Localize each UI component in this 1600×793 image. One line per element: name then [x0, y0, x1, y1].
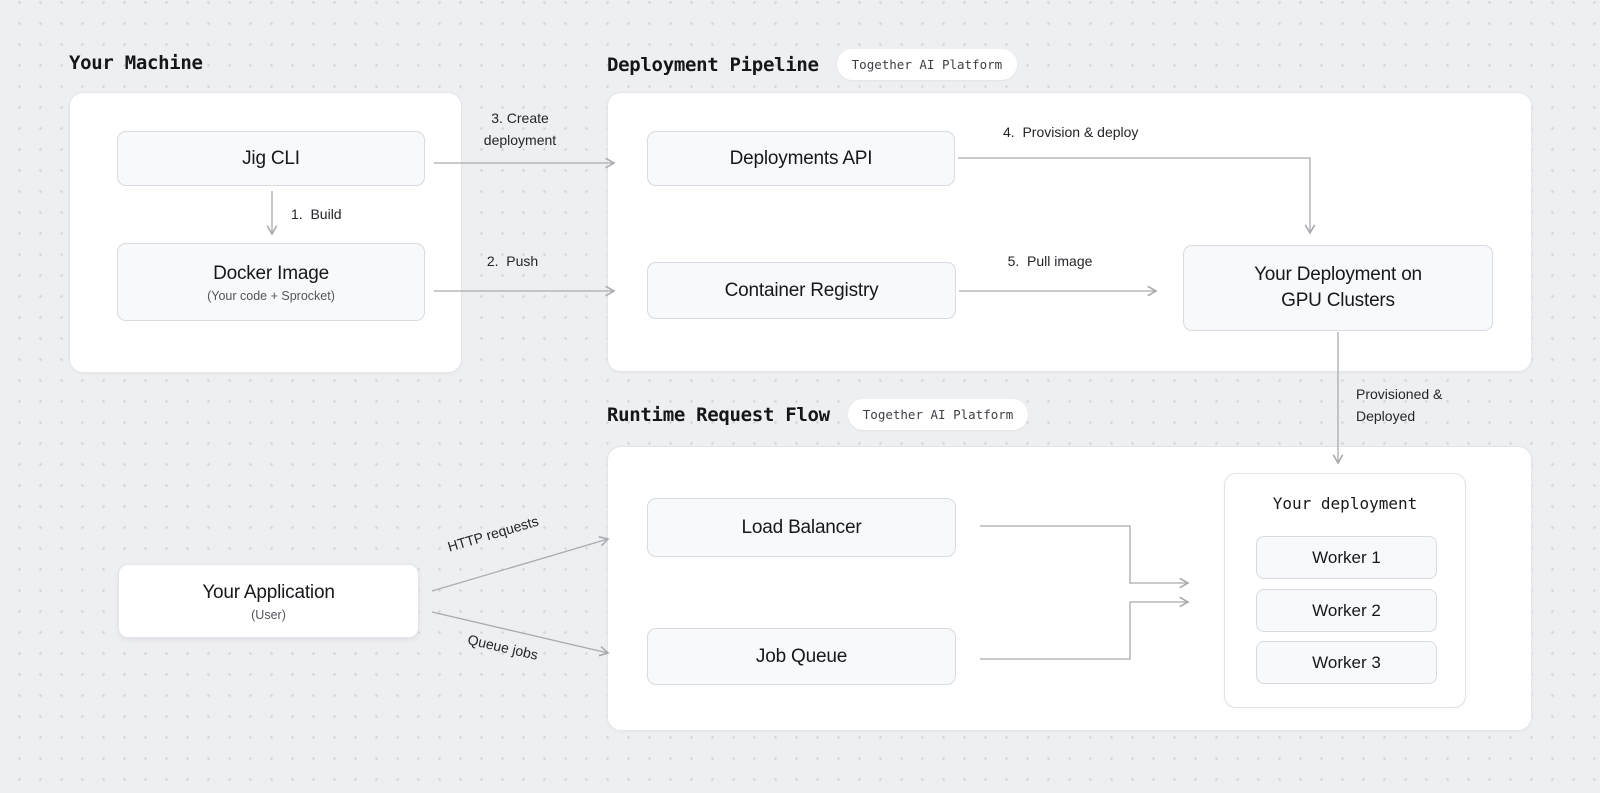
your-application-label: Your Application [202, 582, 335, 603]
container-registry-label: Container Registry [724, 279, 879, 301]
worker-3-label: Worker 3 [1312, 652, 1381, 672]
docker-image-node: Docker Image (Your code + Sprocket) [117, 243, 425, 321]
http-requests-edge-label: HTTP requests [445, 512, 541, 555]
machine-title: Your Machine [69, 52, 203, 74]
container-registry-node: Container Registry [647, 262, 956, 319]
push-edge-label: 2. Push [486, 253, 539, 269]
runtime-header: Runtime Request Flow Together AI Platfor… [607, 399, 1029, 430]
worker-3-node: Worker 3 [1256, 641, 1437, 684]
pipeline-title: Deployment Pipeline [607, 53, 819, 76]
machine-header: Your Machine [69, 52, 203, 74]
jig-cli-node: Jig CLI [117, 131, 425, 186]
your-deployment-title: Your deployment [1272, 494, 1418, 513]
pull-image-edge-label: 5. Pull image [1007, 253, 1093, 269]
load-balancer-label: Load Balancer [741, 516, 862, 538]
worker-2-node: Worker 2 [1256, 589, 1437, 632]
worker-1-node: Worker 1 [1256, 536, 1437, 579]
provision-edge-label: 4. Provision & deploy [1003, 124, 1139, 140]
load-balancer-node: Load Balancer [647, 498, 956, 557]
your-application-node: Your Application (User) [118, 564, 419, 638]
deployments-api-label: Deployments API [729, 147, 873, 169]
gpu-deployment-label: Your Deployment on GPU Clusters [1254, 264, 1422, 311]
runtime-platform-badge: Together AI Platform [847, 399, 1029, 430]
pipeline-platform-badge: Together AI Platform [836, 49, 1018, 80]
deployments-api-node: Deployments API [647, 131, 955, 186]
worker-1-label: Worker 1 [1312, 547, 1381, 567]
docker-image-label: Docker Image [213, 263, 329, 284]
create-deploy-edge-label: 3. Create deployment [483, 110, 557, 148]
your-deployment-group: Your deployment Worker 1 Worker 2 Worker… [1224, 473, 1466, 708]
job-queue-node: Job Queue [647, 628, 956, 685]
build-edge-label: 1. Build [291, 206, 342, 222]
gpu-deployment-node: Your Deployment on GPU Clusters [1183, 245, 1493, 331]
provisioned-edge-label: Provisioned & Deployed [1356, 386, 1447, 424]
docker-image-sublabel: (Your code + Sprocket) [207, 289, 335, 303]
job-queue-label: Job Queue [755, 645, 848, 667]
pipeline-header: Deployment Pipeline Together AI Platform [607, 49, 1018, 80]
your-application-sublabel: (User) [251, 608, 286, 622]
runtime-title: Runtime Request Flow [607, 403, 830, 426]
queue-jobs-edge-label: Queue jobs [466, 631, 540, 663]
jig-cli-label: Jig CLI [242, 147, 300, 169]
worker-2-label: Worker 2 [1312, 600, 1381, 620]
